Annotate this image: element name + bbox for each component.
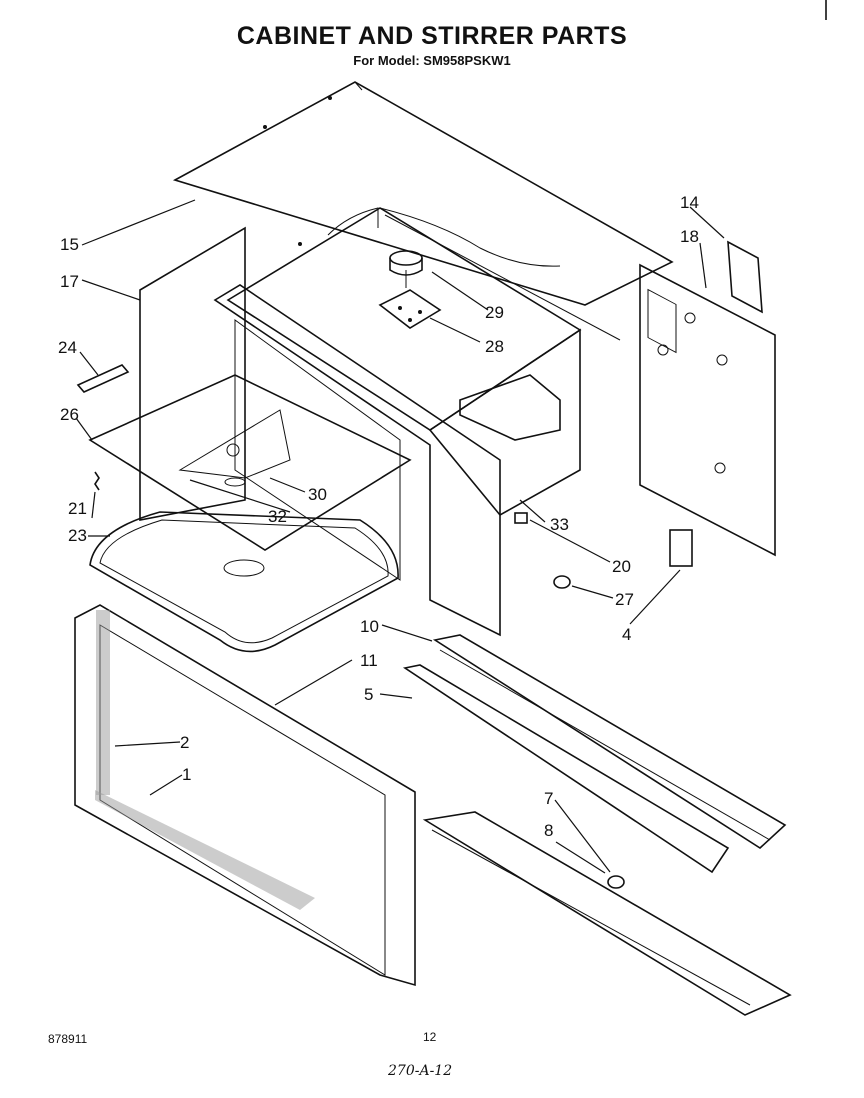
thermal-cutout: [669, 529, 693, 567]
top-cover-panel: [172, 81, 674, 306]
callout-7: 7: [544, 789, 553, 808]
model-subtitle: For Model: SM958PSKW1: [353, 53, 511, 68]
callout-8: 8: [544, 821, 553, 840]
stirrer-motor: [389, 250, 423, 288]
catalog-code: 878911: [48, 1032, 88, 1046]
lower-rail: [422, 811, 792, 1016]
screw: [94, 471, 100, 491]
leader-lines: [75, 199, 725, 874]
diagram-title: CABINET AND STIRRER PARTS: [236, 22, 628, 50]
right-back-panel: [639, 263, 776, 557]
callout-5: 5: [364, 685, 373, 704]
callout-10: 10: [360, 617, 379, 636]
callout-27: 27: [615, 590, 634, 609]
control-strip: [402, 664, 730, 874]
magnetron-block: [459, 374, 561, 441]
door-frame: [74, 604, 416, 987]
callout-21: 21: [68, 499, 87, 518]
bracket: [76, 364, 130, 393]
oven-cavity: [226, 207, 621, 517]
callout-2: 2: [180, 733, 189, 752]
callout-14: 14: [680, 193, 699, 212]
callout-11: 11: [360, 651, 378, 670]
callout-20: 20: [612, 557, 631, 576]
motor-mounting-plate: [378, 289, 442, 329]
fastener: [553, 575, 571, 589]
small-clip: [514, 512, 528, 524]
drawing-reference: 270-A-12: [388, 1063, 453, 1079]
callout-15: 15: [60, 235, 79, 254]
callout-18: 18: [680, 227, 699, 246]
callout-30: 30: [308, 485, 327, 504]
callout-17: 17: [60, 272, 79, 291]
callout-29: 29: [485, 303, 504, 322]
small-cover-plate: [727, 240, 763, 314]
callout-28: 28: [485, 337, 504, 356]
page-number: 12: [423, 1030, 437, 1044]
callout-33: 33: [550, 515, 569, 534]
callout-4: 4: [622, 625, 631, 644]
callout-23: 23: [68, 526, 87, 545]
door-switch: [607, 875, 625, 889]
callout-32: 32: [268, 507, 287, 526]
callout-26: 26: [60, 405, 79, 424]
callout-1: 1: [182, 765, 191, 784]
callout-24: 24: [58, 338, 77, 357]
stirrer-cover: [89, 511, 399, 653]
upper-rail: [432, 634, 787, 850]
front-frame: [213, 284, 501, 637]
left-side-panel: [139, 226, 246, 521]
